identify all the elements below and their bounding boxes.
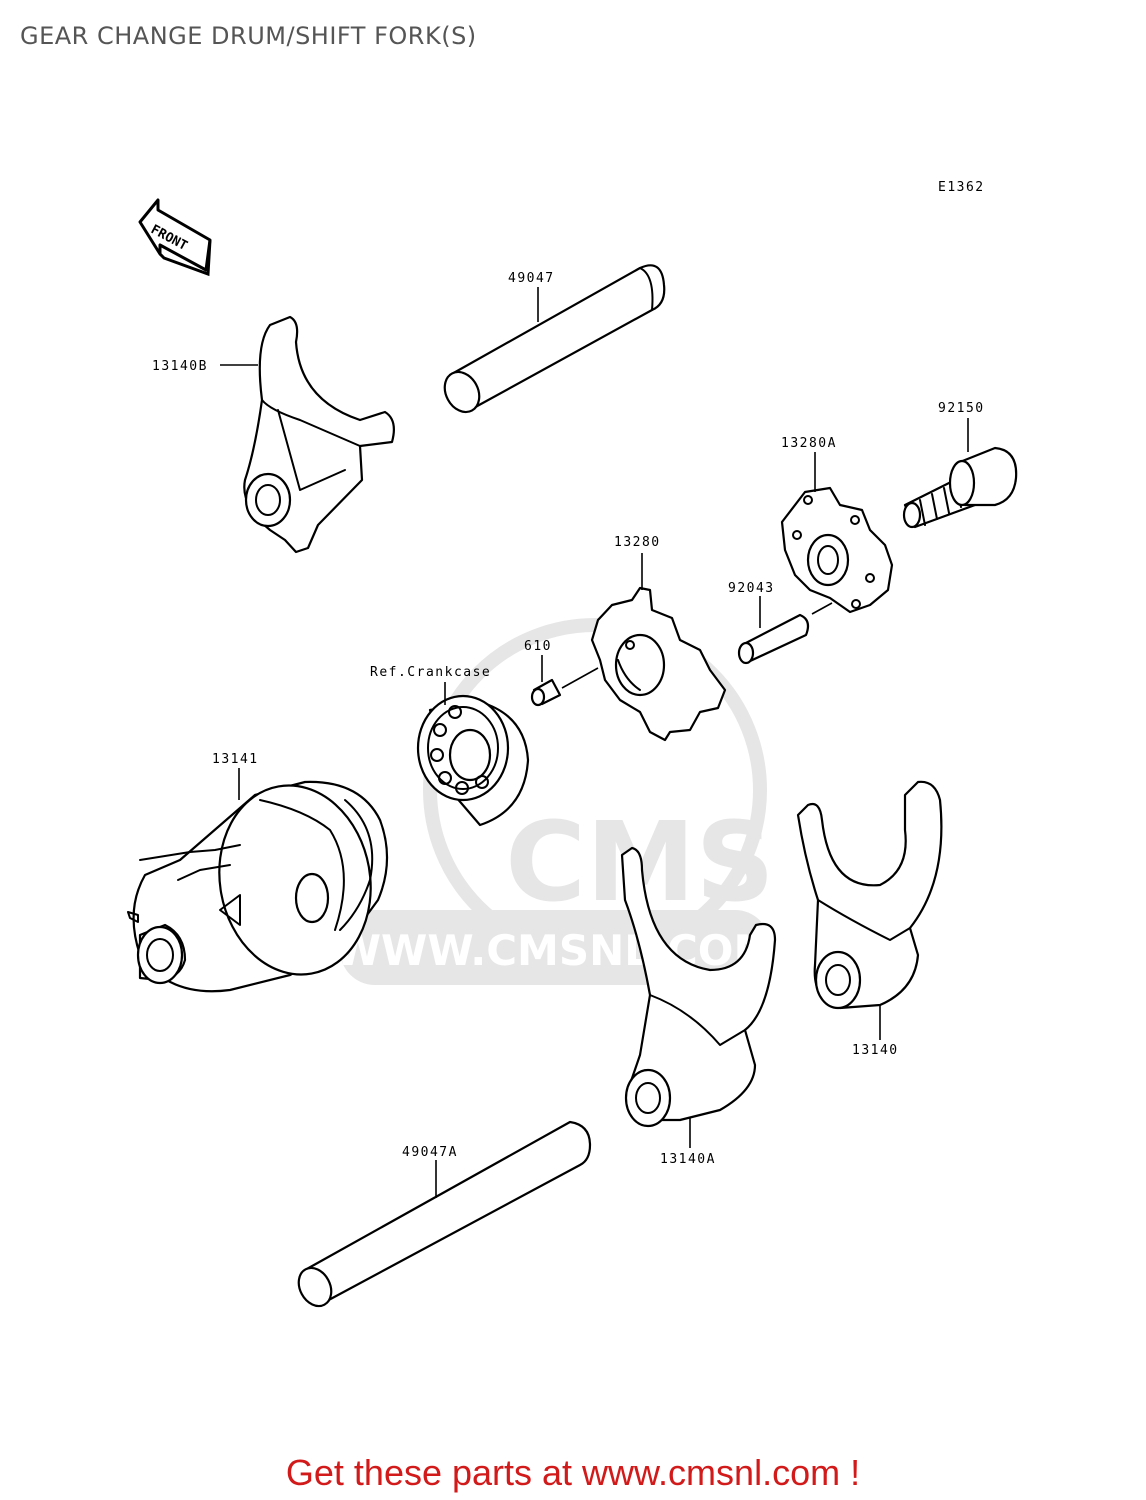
pin-92043 [737, 613, 810, 665]
cmsnl-watermark: WWW.CMSNL.COM CMS [335, 618, 776, 985]
bearing-ref-crankcase [416, 694, 530, 827]
bolt-92150 [902, 446, 1018, 529]
footer-cta-link[interactable]: Get these parts at www.cmsnl.com ! [285, 1452, 861, 1493]
shift-fork-13140A [620, 846, 777, 1128]
label-13280A: 13280A [781, 436, 837, 451]
diagram-code: E1362 [938, 180, 985, 195]
label-13140: 13140 [852, 1043, 899, 1058]
shift-fork-13140B [243, 315, 395, 554]
label-49047: 49047 [508, 271, 555, 286]
label-92043: 92043 [728, 581, 775, 596]
shift-rod-49047A [297, 1120, 592, 1308]
label-13140A: 13140A [660, 1152, 716, 1167]
pin-plate-13280A [780, 486, 894, 614]
front-arrow-icon: FRONT [138, 198, 212, 277]
label-13280: 13280 [614, 535, 661, 550]
label-ref-crankcase: Ref.Crankcase [370, 665, 491, 680]
label-13140B: 13140B [152, 359, 208, 374]
gear-change-drum-13141 [127, 780, 389, 993]
shift-rod-49047 [443, 264, 666, 414]
label-13141: 13141 [212, 752, 259, 767]
watermark-url: WWW.CMSNL.COM [335, 926, 776, 975]
shift-cam-13280 [590, 586, 727, 742]
label-610: 610 [524, 639, 552, 654]
label-92150: 92150 [938, 401, 985, 416]
leader-92043b [811, 602, 833, 615]
shift-fork-13140 [796, 780, 943, 1010]
label-49047A: 49047A [402, 1145, 458, 1160]
page-title: GEAR CHANGE DRUM/SHIFT FORK(S) [20, 22, 477, 50]
leader-610b [561, 667, 599, 689]
dowel-610 [530, 678, 562, 707]
